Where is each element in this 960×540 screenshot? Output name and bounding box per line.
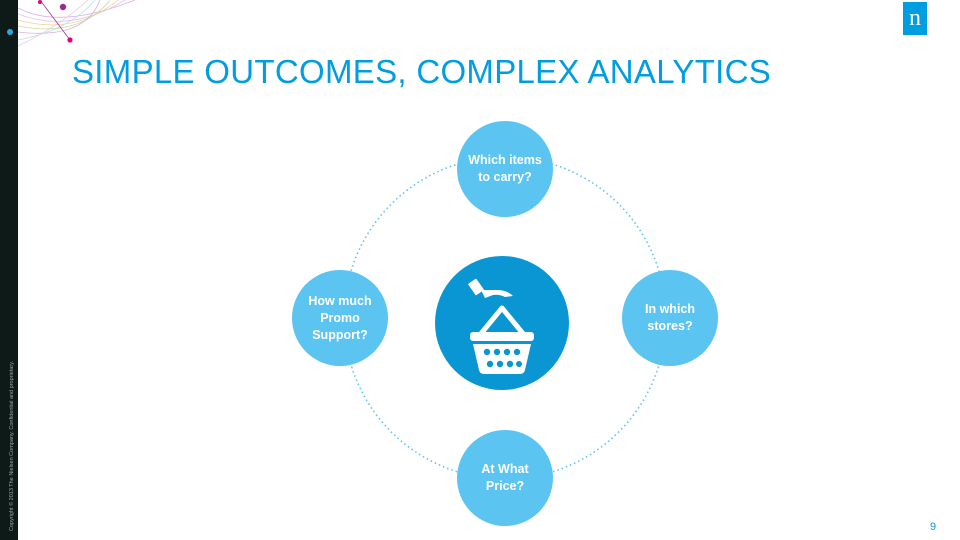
node-label: Which items to carry?: [468, 153, 542, 184]
logo-letter: n: [909, 5, 921, 31]
left-sidebar-bar: [0, 0, 18, 540]
node-label: At What Price?: [481, 462, 529, 493]
node-which-stores: In which stores?: [622, 270, 718, 366]
copyright-notice: Copyright © 2013 The Nielsen Company. Co…: [9, 360, 15, 531]
nielsen-logo: n: [903, 2, 927, 35]
node-what-price: At What Price?: [457, 430, 553, 526]
center-circle: [435, 256, 569, 390]
node-label: In which stores?: [645, 302, 695, 333]
node-promo-support: How much Promo Support?: [292, 270, 388, 366]
slide-title: SIMPLE OUTCOMES, COMPLEX ANALYTICS: [72, 53, 772, 90]
decorative-network-graphic: [7, 0, 136, 47]
node-label: How much Promo Support?: [308, 293, 372, 342]
shopping-basket-with-hand-icon: [468, 278, 534, 374]
page-number: 9: [930, 521, 937, 533]
analytics-cycle-diagram: Which items to carry? In which stores? A…: [280, 110, 720, 540]
node-items-to-carry: Which items to carry?: [457, 121, 553, 217]
